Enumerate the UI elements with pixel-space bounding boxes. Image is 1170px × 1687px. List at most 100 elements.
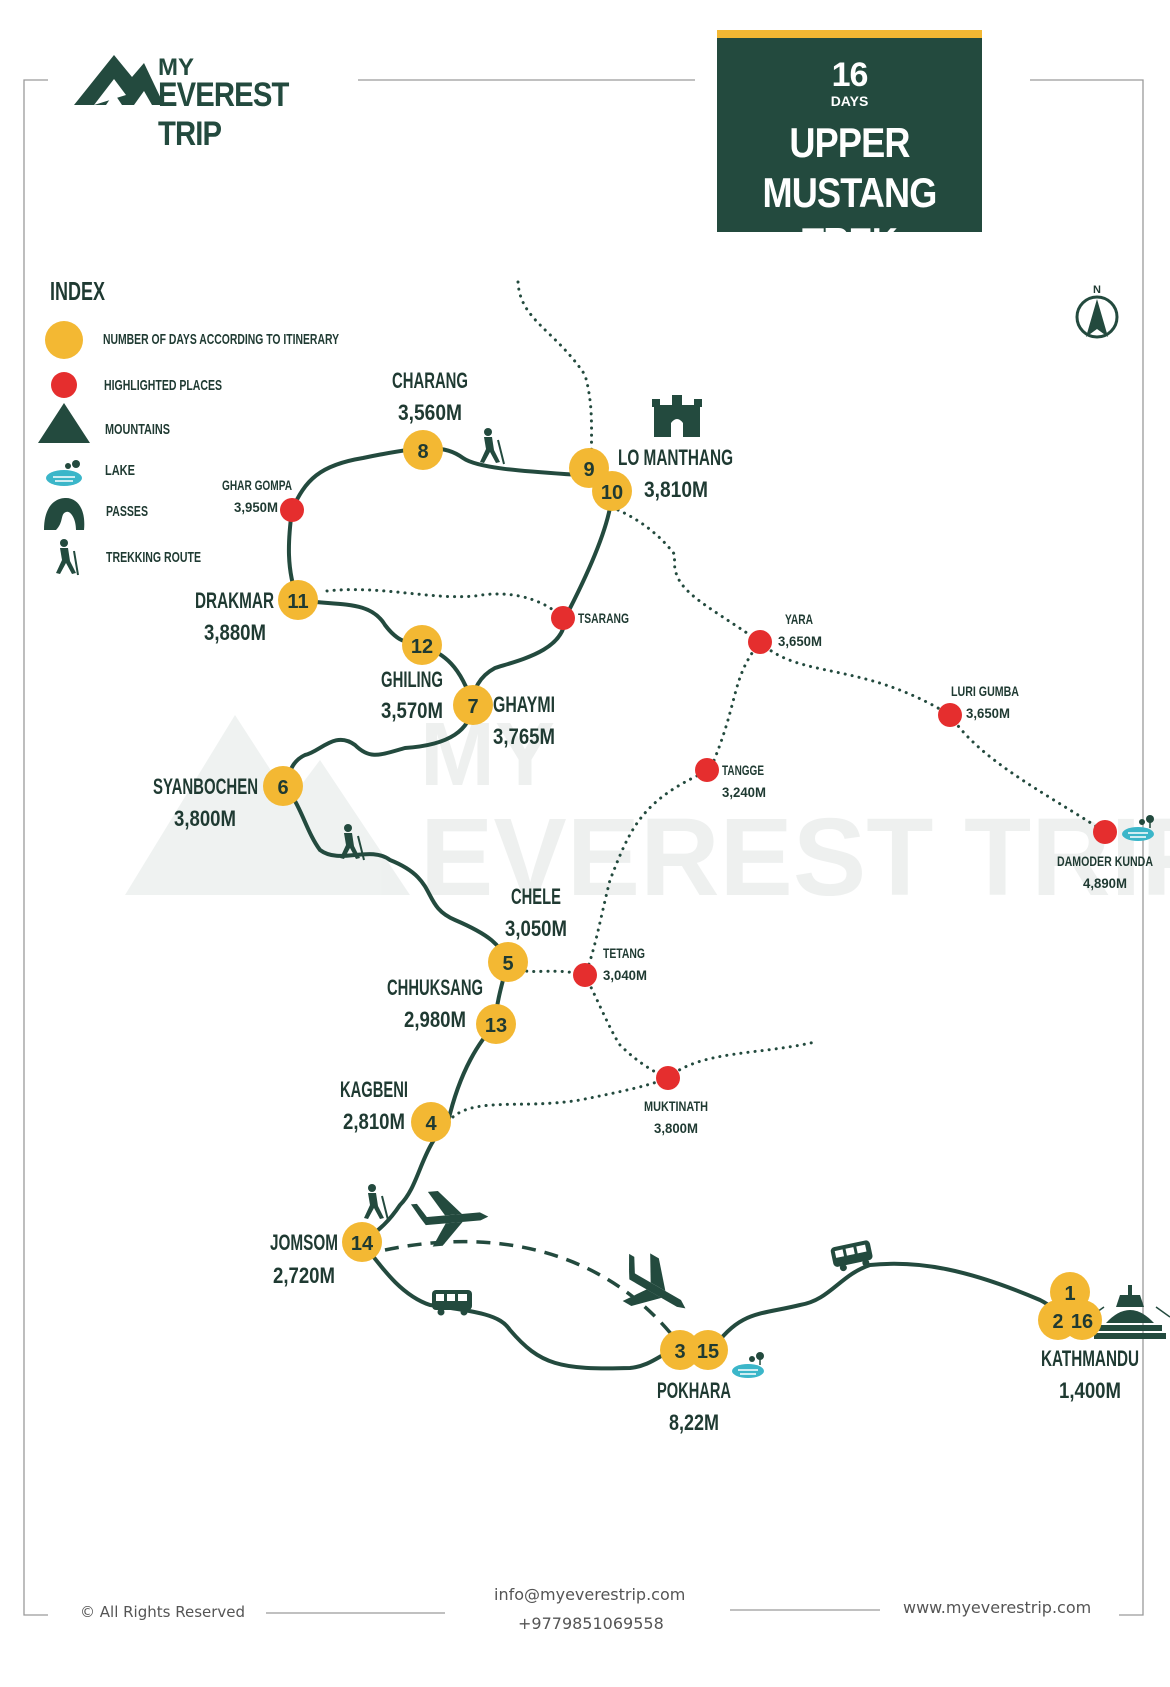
place-name: KAGBENI [340, 1077, 408, 1102]
stupa-icon [1089, 1285, 1170, 1339]
place-alt: 3,950M [234, 499, 278, 515]
day-number: 9 [583, 459, 594, 481]
index-item-lake: LAKE [105, 462, 135, 479]
highlight-dot-luri-gumba [938, 703, 962, 727]
place-alt: 1,400M [1059, 1378, 1121, 1403]
bus-icon [830, 1240, 873, 1272]
brand: MY EVEREST TRIP [74, 52, 344, 153]
day-number: 12 [411, 636, 433, 658]
place-name: GHAYMI [493, 692, 555, 717]
watermark-line2: EVEREST TRIP [420, 796, 1170, 919]
flight-path [384, 1239, 682, 1347]
place-name: TSARANG [578, 610, 629, 626]
place-alt: 3,570M [381, 698, 443, 723]
title-line2: TREK [802, 219, 898, 266]
day-marker [278, 580, 318, 620]
place-alt: 3,800M [174, 806, 236, 831]
mountain-icon [38, 403, 90, 443]
index-item-trekking-route: TREKKING ROUTE [106, 549, 201, 566]
footer-website[interactable]: www.myeverestrip.com [903, 1598, 1092, 1617]
place-alt: 3,650M [966, 705, 1010, 721]
place-name: GHILING [381, 667, 443, 692]
day-number: 10 [601, 482, 623, 504]
day-marker [476, 1004, 516, 1044]
day-number: 13 [485, 1015, 507, 1037]
place-alt: 2,720M [273, 1263, 335, 1288]
place-alt: 2,810M [343, 1109, 405, 1134]
place-name: LO MANTHANG [618, 445, 733, 470]
dotted-trails [325, 280, 1107, 1124]
place-alt: 3,765M [493, 724, 555, 749]
day-marker [263, 766, 303, 806]
lake-icon [46, 460, 82, 486]
place-name: SYANBOCHEN [153, 774, 258, 799]
day-marker [688, 1330, 728, 1370]
monastery-icon [652, 395, 702, 437]
day-number: 6 [277, 777, 288, 799]
place-name: CHELE [511, 884, 561, 909]
day-number: 1 [1064, 1283, 1075, 1305]
title-days-label: DAYS [830, 93, 869, 109]
place-name: GHAR GOMPA [222, 477, 292, 493]
place-alt: 3,650M [778, 633, 822, 649]
red-dot-icon [51, 372, 77, 398]
day-number: 2 [1052, 1311, 1063, 1333]
place-name: DAMODER KUNDA [1057, 853, 1153, 869]
frame [23, 79, 1144, 1616]
bus-icon [432, 1290, 472, 1316]
pass-icon [44, 498, 85, 530]
day-marker [411, 1102, 451, 1142]
place-alt: 2,980M [404, 1007, 466, 1032]
title-line1: UPPER MUSTANG [762, 119, 938, 216]
highlight-dot-yara [748, 630, 772, 654]
day-number: 3 [674, 1341, 685, 1363]
day-number: 16 [1071, 1311, 1093, 1333]
day-marker [453, 685, 493, 725]
day-markers: 8 9 10 11 12 7 6 5 13 4 14 3 15 1 2 16 [263, 430, 1102, 1370]
trek-route [281, 446, 1064, 1371]
trekker-icon [364, 1184, 389, 1221]
yellow-circle-icon [45, 321, 83, 359]
watermark-line1: MY [420, 705, 555, 805]
index-heading: INDEX [50, 276, 105, 306]
place-name: TETANG [603, 945, 645, 961]
place-name: CHARANG [392, 368, 468, 393]
watermark: MY EVEREST TRIP [125, 705, 1170, 919]
place-name: TANGGE [722, 762, 764, 778]
place-alt: 8,22M [669, 1410, 719, 1435]
index-item-mountains: MOUNTAINS [105, 421, 170, 438]
day-number: 4 [425, 1113, 437, 1135]
highlight-dots [280, 498, 1117, 1090]
day-marker [403, 430, 443, 470]
day-marker [660, 1330, 700, 1370]
index-item-highlights: HIGHLIGHTED PLACES [104, 377, 222, 394]
lake-icon [1122, 815, 1154, 841]
footer-email[interactable]: info@myeverestrip.com [494, 1585, 686, 1604]
highlight-dot-ghar-gompa [280, 498, 304, 522]
place-alt: 3,800M [654, 1120, 698, 1136]
place-alt: 3,560M [398, 400, 462, 425]
highlight-dot-tsarang [551, 606, 575, 630]
footer-phone[interactable]: +9779851069558 [518, 1614, 664, 1633]
compass-label: N [1093, 284, 1101, 296]
footer-rights: © All Rights Reserved [80, 1603, 246, 1621]
compass: N [1075, 284, 1119, 339]
index-legend: INDEX NUMBER OF DAYS ACCORDING TO ITINER… [38, 276, 339, 576]
place-name: DRAKMAR [195, 588, 274, 613]
airplane-icon [622, 1253, 686, 1309]
lake-icon [732, 1352, 764, 1378]
day-marker [342, 1222, 382, 1262]
day-marker [402, 625, 442, 665]
airplane-icon [410, 1190, 489, 1247]
place-alt: 3,240M [722, 784, 766, 800]
highlight-dot-tangge [695, 758, 719, 782]
highlight-dot-damoder-kunda [1093, 820, 1117, 844]
day-number: 15 [697, 1341, 719, 1363]
trekker-icon [56, 539, 79, 576]
day-marker [488, 942, 528, 982]
place-name: KATHMANDU [1041, 1346, 1139, 1371]
title-days-number: 16 [831, 56, 869, 94]
highlight-dot-tetang [573, 963, 597, 987]
place-alt: 4,890M [1083, 875, 1127, 891]
